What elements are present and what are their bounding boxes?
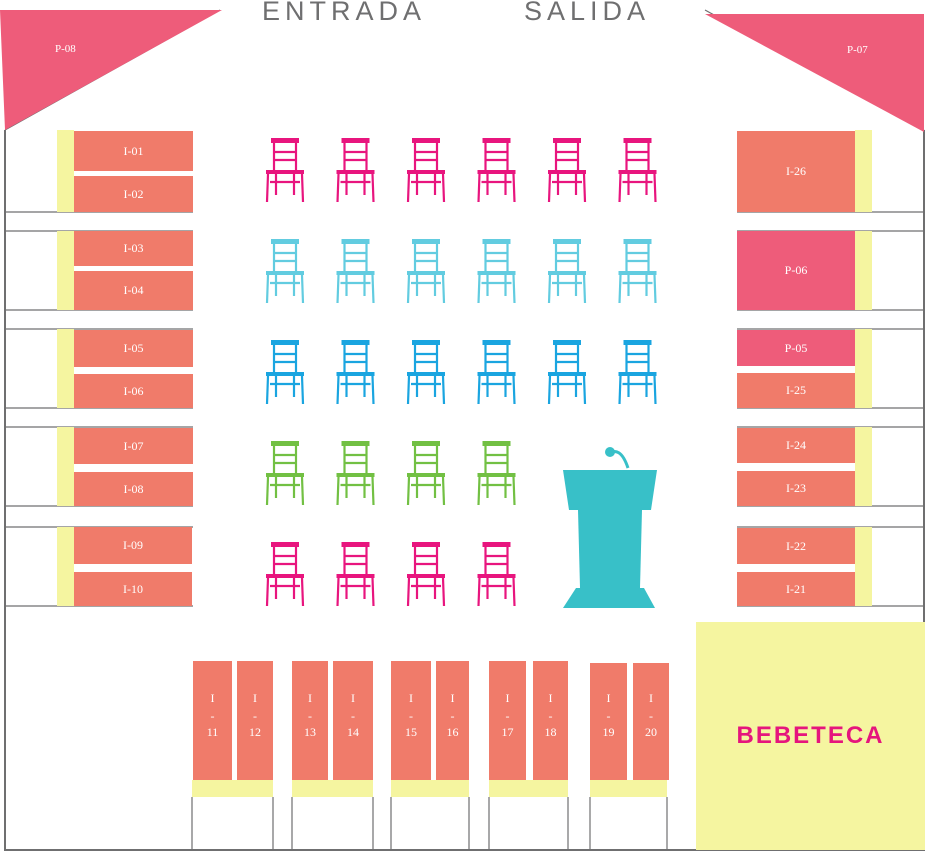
booth-i15[interactable]: I - 15 (391, 661, 431, 780)
booth-i07[interactable]: I-07 (74, 428, 193, 464)
booth-number: 17 (501, 725, 514, 739)
booth-prefix: I (548, 691, 553, 705)
booth-number: 13 (304, 725, 316, 739)
chair-icon (336, 542, 375, 607)
booth-prefix: I (308, 691, 312, 705)
corner-booth-label-p07[interactable]: P-07 (847, 44, 868, 56)
booth-i23[interactable]: I-23 (737, 471, 855, 506)
chair-icon (477, 441, 516, 506)
booth-i05[interactable]: I-05 (74, 330, 193, 367)
booth-i13[interactable]: I - 13 (292, 661, 328, 780)
booth-dash: - (450, 709, 455, 723)
chair-icon (406, 138, 446, 203)
chair-icon (406, 340, 446, 405)
chair-icon (477, 542, 516, 607)
booth-i26[interactable]: I-26 (737, 131, 855, 212)
chair-icon (547, 239, 587, 304)
corner-booth-label-p08[interactable]: P-08 (55, 43, 76, 55)
corner-booth-p08 (0, 10, 222, 130)
booth-i06[interactable]: I-06 (74, 374, 193, 408)
booth-number: 19 (602, 725, 615, 739)
chair-icon (265, 441, 305, 506)
booth-prefix: I (450, 691, 455, 705)
booth-prefix: I (606, 691, 611, 705)
chair-icon (336, 441, 375, 506)
bebeteca-area (696, 622, 925, 850)
booth-i17[interactable]: I - 17 (489, 661, 526, 780)
booth-number: 18 (544, 725, 557, 739)
booth-i01[interactable]: I-01 (74, 131, 193, 171)
chair-icon (477, 138, 516, 203)
booth-i03[interactable]: I-03 (74, 231, 193, 266)
booth-i02[interactable]: I-02 (74, 176, 193, 212)
booth-i24[interactable]: I-24 (737, 428, 855, 463)
chair-icon (336, 138, 375, 203)
booth-i25[interactable]: I-25 (737, 373, 855, 408)
chair-icon (547, 340, 587, 405)
podium-icon (563, 447, 657, 608)
booth-number: 16 (446, 725, 459, 739)
booth-prefix: I (253, 691, 257, 705)
booth-i22[interactable]: I-22 (737, 528, 855, 564)
booth-i09[interactable]: I-09 (74, 527, 192, 564)
booth-i18[interactable]: I - 18 (533, 661, 568, 780)
booth-i08[interactable]: I-08 (74, 472, 193, 506)
chair-icon (547, 138, 587, 203)
booth-i14[interactable]: I - 14 (333, 661, 373, 780)
chair-icon (406, 542, 446, 607)
booth-dash: - (505, 709, 510, 723)
booth-number: 11 (206, 725, 219, 739)
booth-dash: - (351, 709, 355, 723)
booth-dash: - (308, 709, 312, 723)
booth-number: 15 (405, 725, 417, 739)
booth-i11[interactable]: I - 11 (193, 661, 232, 780)
chair-icon (265, 542, 305, 607)
chair-icon (406, 239, 446, 304)
booth-number: 12 (249, 725, 261, 739)
booth-i21[interactable]: I-21 (737, 572, 855, 606)
chair-icon (618, 138, 657, 203)
booth-dash: - (548, 709, 553, 723)
chair-icon (477, 340, 516, 405)
booth-i16[interactable]: I - 16 (436, 661, 469, 780)
chair-icon (265, 239, 305, 304)
audience-seating (265, 138, 657, 607)
booth-prefix: I (210, 691, 215, 705)
chair-icon (265, 340, 305, 405)
booth-dash: - (409, 709, 413, 723)
booth-i20[interactable]: I - 20 (633, 663, 669, 780)
corner-booth-p07 (705, 14, 924, 132)
chair-icon (618, 340, 657, 405)
entrance-label: ENTRADA (262, 0, 427, 26)
booth-prefix: I (351, 691, 355, 705)
booth-dash: - (606, 709, 611, 723)
booth-prefix: I (505, 691, 510, 705)
booth-i10[interactable]: I-10 (74, 572, 192, 606)
chair-icon (336, 239, 375, 304)
booth-p05[interactable]: P-05 (737, 330, 855, 366)
booth-dash: - (649, 709, 653, 723)
booth-i04[interactable]: I-04 (74, 271, 193, 310)
booth-dash: - (210, 709, 215, 723)
exit-label: SALIDA (524, 0, 651, 26)
booth-dash: - (253, 709, 257, 723)
chair-icon (336, 340, 375, 405)
booth-prefix: I (649, 691, 653, 705)
chair-icon (477, 239, 516, 304)
bebeteca-label[interactable]: BEBETECA (736, 722, 885, 749)
booth-prefix: I (409, 691, 413, 705)
booth-number: 20 (645, 725, 657, 739)
chair-icon (406, 441, 446, 506)
booth-i12[interactable]: I - 12 (237, 661, 273, 780)
booth-p06[interactable]: P-06 (737, 231, 855, 310)
chair-icon (618, 239, 657, 304)
chair-icon (265, 138, 305, 203)
booth-i19[interactable]: I - 19 (590, 663, 627, 780)
yellow-strips (57, 130, 925, 850)
booth-number: 14 (347, 725, 359, 739)
